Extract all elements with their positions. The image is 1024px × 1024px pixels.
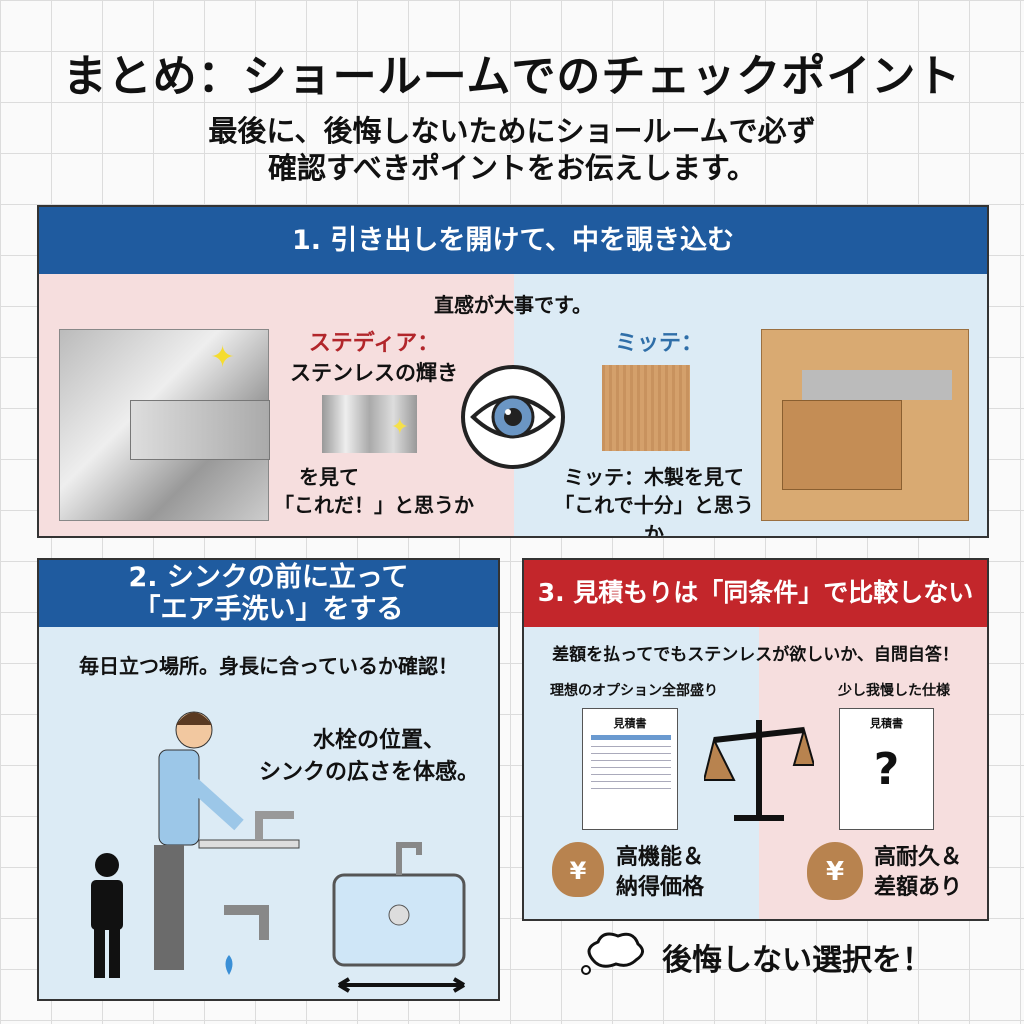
stainless-swatch: ✦ <box>322 395 417 453</box>
person-icon <box>91 853 123 978</box>
hand-washing-illustration <box>91 711 466 993</box>
section1-intro: 直感が大事です。 <box>434 293 592 317</box>
wood-swatch <box>602 365 690 451</box>
faucet-note-1: 水栓の位置、 <box>312 728 445 753</box>
money-bag-icon: ¥ <box>807 842 863 900</box>
right-result-line-1: 高耐久＆ <box>874 845 963 870</box>
stainless-drawer-image: ✦ <box>59 329 270 521</box>
stedia-label: ステディア： <box>308 331 440 356</box>
stedia-caption-2: 「これだ！」と思うか <box>274 493 474 517</box>
mitte-label: ミッテ： <box>614 331 703 356</box>
eye-icon <box>461 365 565 469</box>
compromise-spec-label: 少し我慢した仕様 <box>838 683 950 699</box>
subtitle-line-1: 最後に、後悔しないためにショールームで必ず <box>208 114 816 148</box>
left-result-line-2: 納得価格 <box>616 875 705 900</box>
section1-header: 1. 引き出しを開けて、中を覗き込む <box>39 207 987 274</box>
mitte-caption-2: 「これで十分」と思うか <box>554 493 754 538</box>
ideal-options-label: 理想のオプション全部盛り <box>550 683 718 699</box>
stedia-caption-1: を見て <box>299 465 359 489</box>
subtitle-line-2: 確認すべきポイントをお伝えします。 <box>267 151 757 185</box>
mitte-caption-1: ミッテ：木製を見て <box>564 465 744 489</box>
left-result-line-1: 高機能＆ <box>616 845 705 870</box>
section2-header-line-1: 2. シンクの前に立って <box>128 562 409 594</box>
section-drawer-check: 1. 引き出しを開けて、中を覗き込む 直感が大事です。 ✦ ステディア： ステン… <box>37 205 989 538</box>
section-estimate-compare: 3. 見積もりは「同条件」で比較しない 差額を払ってでもステンレスが欲しいか、自… <box>522 558 989 921</box>
section2-header-line-2: 「エア手洗い」をする <box>133 593 404 625</box>
left-result: 高機能＆ 納得価格 <box>616 843 704 903</box>
section3-header: 3. 見積もりは「同条件」で比較しない <box>524 560 987 627</box>
wooden-drawer-image <box>761 329 969 521</box>
closing-message: 後悔しない選択を！ <box>662 943 932 978</box>
section3-intro: 差額を払ってでもステンレスが欲しいか、自問自答！ <box>552 645 959 665</box>
page-title: まとめ：ショールームでのチェックポイント <box>62 51 962 102</box>
faucet-note-2: シンクの広さを体感。 <box>258 760 479 785</box>
blank-estimate-document: 見積書 ? <box>839 708 934 830</box>
question-mark: ? <box>873 744 900 795</box>
full-estimate-document: 見積書 <box>582 708 678 830</box>
estimate-doc-title: 見積書 <box>613 717 647 730</box>
thought-cloud-icon <box>581 932 644 975</box>
right-result-line-2: 差額あり <box>874 875 963 900</box>
right-result: 高耐久＆ 差額あり <box>874 843 962 903</box>
stainless-shine-label: ステンレスの輝き <box>290 361 458 385</box>
section2-intro: 毎日立つ場所。身長に合っているか確認！ <box>79 654 458 678</box>
section-sink-check: 2. シンクの前に立って「エア手洗い」をする 毎日立つ場所。身長に合っているか確… <box>37 558 500 1001</box>
balance-scale-icon <box>704 720 814 821</box>
money-bag-icon: ¥ <box>552 842 604 897</box>
estimate-doc-title: 見積書 <box>870 717 903 730</box>
